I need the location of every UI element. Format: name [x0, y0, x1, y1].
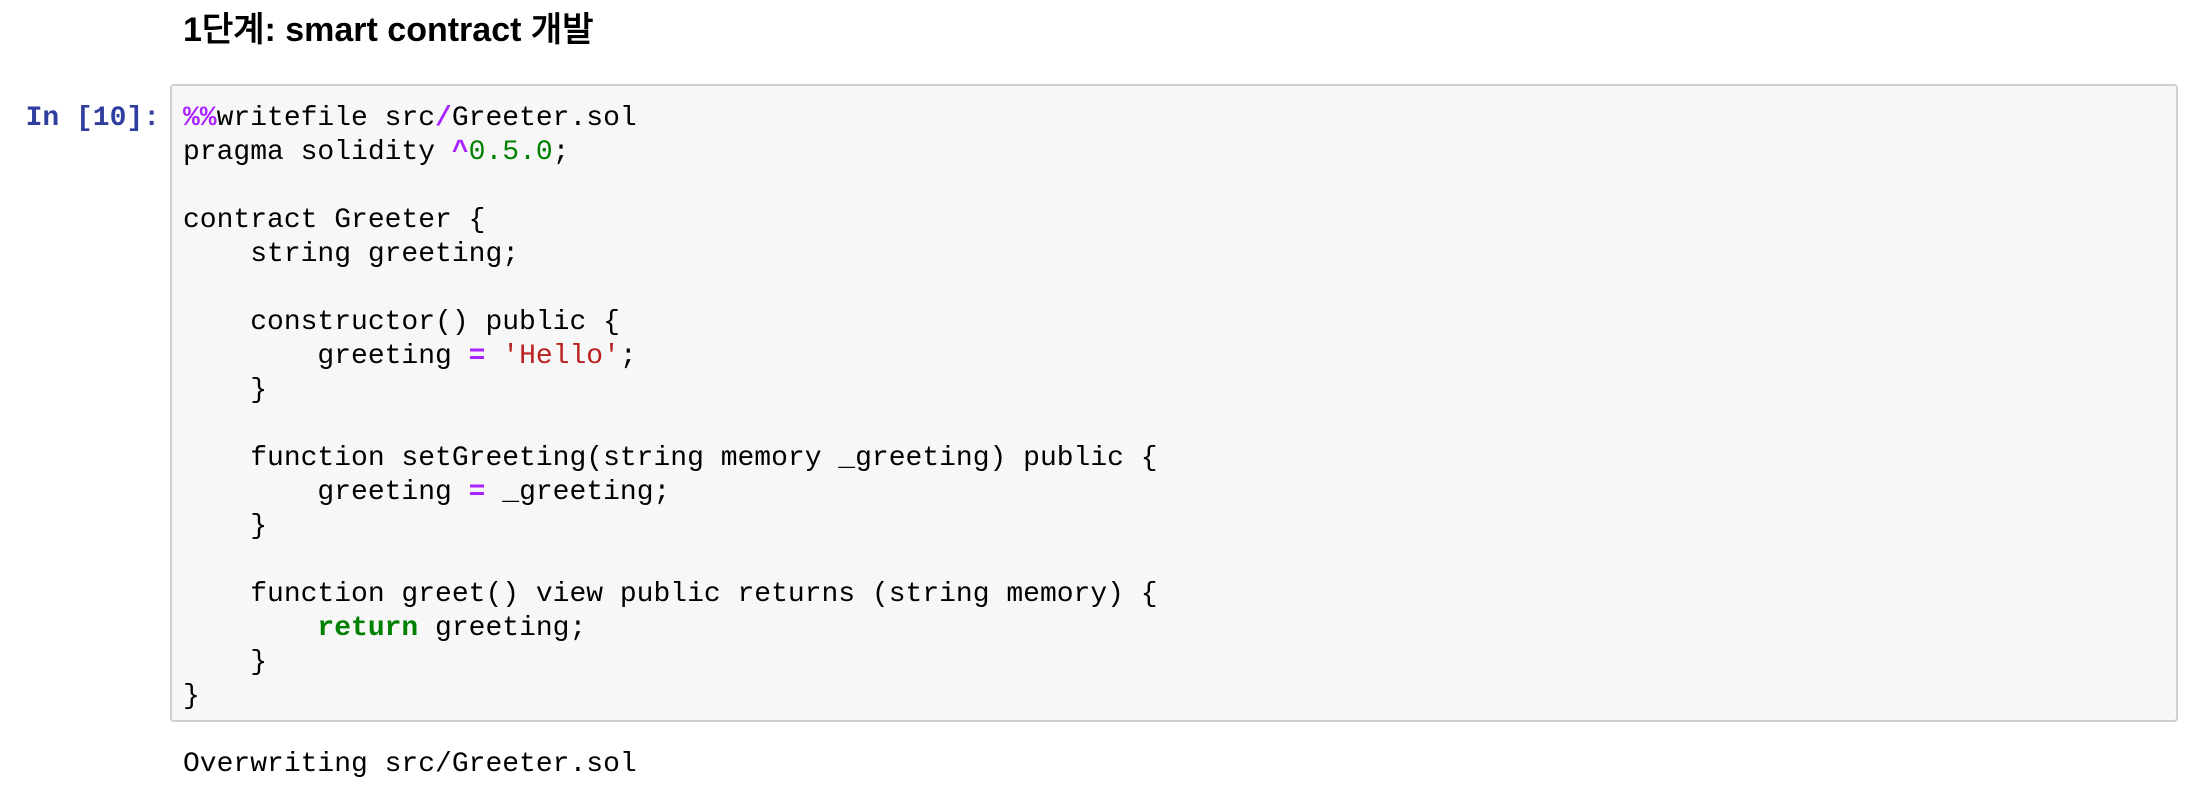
input-prompt: In [10]: [25, 103, 160, 134]
output-text: Overwriting src/Greeter.sol [183, 749, 637, 780]
markdown-cell: 1단계: smart contract 개발 [0, 10, 2206, 50]
section-title: 1단계: smart contract 개발 [183, 11, 594, 49]
output-cell: Overwriting src/Greeter.sol [0, 748, 2206, 782]
notebook: 1단계: smart contract 개발 In [10]: %%writef… [0, 10, 2206, 782]
